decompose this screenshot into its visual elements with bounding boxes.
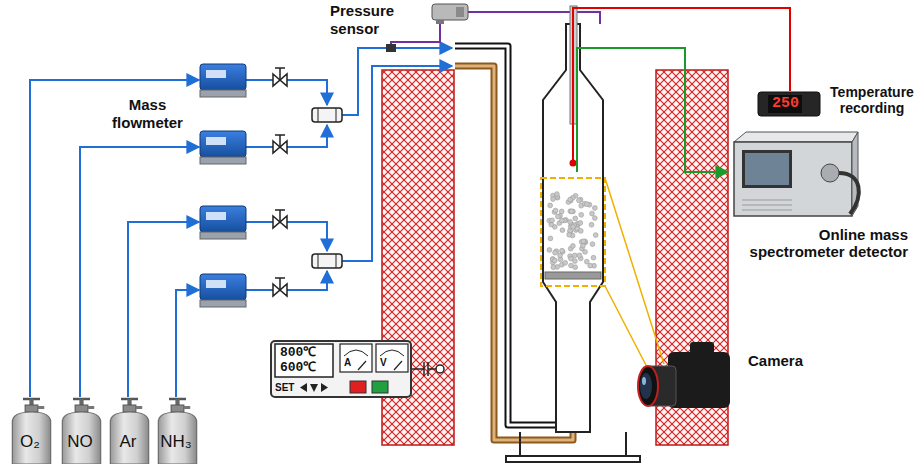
particle	[589, 222, 594, 227]
node-text: NO	[56, 432, 104, 452]
particle	[581, 239, 586, 244]
particle	[590, 242, 595, 247]
particle	[548, 203, 553, 208]
part-label: Camera	[748, 352, 828, 370]
gas-cylinder: NO	[56, 396, 107, 464]
temperature-controller: 800℃600℃ A V SET	[270, 340, 412, 398]
node-text: NH₃	[152, 432, 200, 452]
particle	[551, 197, 556, 202]
particle	[556, 214, 561, 219]
node-text: V	[380, 357, 387, 369]
particle	[563, 260, 568, 265]
particle	[547, 248, 552, 253]
support-stand	[506, 432, 640, 462]
particle	[573, 216, 578, 221]
tee-fitting	[386, 44, 396, 52]
particle	[593, 233, 598, 238]
particle	[591, 255, 596, 260]
particle	[568, 220, 573, 225]
temperature-recorder: 250Temperature recording	[758, 92, 820, 116]
particle	[553, 208, 558, 213]
gas-cylinder-outline	[56, 396, 107, 464]
particle	[578, 221, 583, 226]
gas-mixer	[312, 108, 342, 268]
particle	[558, 253, 563, 258]
particle	[569, 209, 574, 214]
power-wire	[412, 362, 444, 376]
particle-bed	[547, 192, 598, 270]
particle	[577, 253, 582, 258]
particle	[559, 218, 564, 223]
mass-spectrometer: Online mass spectrometer detector	[730, 128, 865, 220]
gas-cylinder: O₂	[6, 396, 57, 464]
pressure-sensor-symbol	[432, 4, 468, 24]
gas-line	[30, 48, 452, 397]
gas-cylinder-outline	[6, 396, 57, 464]
node-text: O₂	[6, 432, 54, 452]
particle	[559, 209, 564, 214]
part-label: Pressure sensor	[330, 2, 422, 38]
particle	[553, 250, 558, 255]
particle	[585, 202, 590, 207]
particle	[551, 265, 556, 270]
particle	[570, 244, 575, 249]
node-text: A	[344, 357, 351, 369]
particle	[560, 248, 565, 253]
particle	[573, 265, 578, 270]
particle	[577, 198, 582, 203]
view-window	[541, 178, 605, 286]
particle	[568, 197, 573, 202]
gas-cylinder: Ar	[104, 396, 155, 464]
gas-cylinder-outline	[152, 396, 203, 464]
camera-symbol	[638, 342, 730, 408]
particle	[573, 259, 578, 264]
particle	[584, 259, 589, 264]
particle	[548, 236, 553, 241]
valve-symbol	[273, 68, 287, 296]
gas-cylinder-outline	[104, 396, 155, 464]
signal-wire	[468, 12, 600, 24]
thermocouple-tip	[570, 160, 577, 167]
node-text: Ar	[104, 432, 152, 452]
particle	[560, 228, 565, 233]
node-text: SET	[275, 382, 294, 394]
device-label: Temperature recording	[828, 84, 916, 116]
particle	[588, 263, 593, 268]
particle	[571, 224, 576, 229]
node-text: 600℃	[280, 361, 316, 376]
particle	[572, 253, 577, 258]
particle	[550, 218, 555, 223]
distributor-plate	[545, 272, 601, 279]
mass-spectrometer-outline	[730, 128, 865, 220]
particle	[579, 212, 584, 217]
particle	[592, 216, 597, 221]
particle	[555, 192, 560, 197]
sampling-line	[577, 48, 728, 172]
particle	[578, 229, 583, 234]
particle	[590, 211, 595, 216]
signal-wire	[391, 22, 440, 45]
mass-flowmeter-symbol	[200, 64, 246, 307]
particle	[552, 258, 557, 263]
part-label: Mass flowmeter	[95, 96, 200, 132]
particle	[583, 249, 588, 254]
particle	[592, 206, 597, 211]
node-text: 800℃	[280, 346, 316, 361]
gas-cylinder: NH₃	[152, 396, 203, 464]
node-text: 250	[772, 95, 799, 112]
device-label: Online mass spectrometer detector	[736, 226, 908, 261]
